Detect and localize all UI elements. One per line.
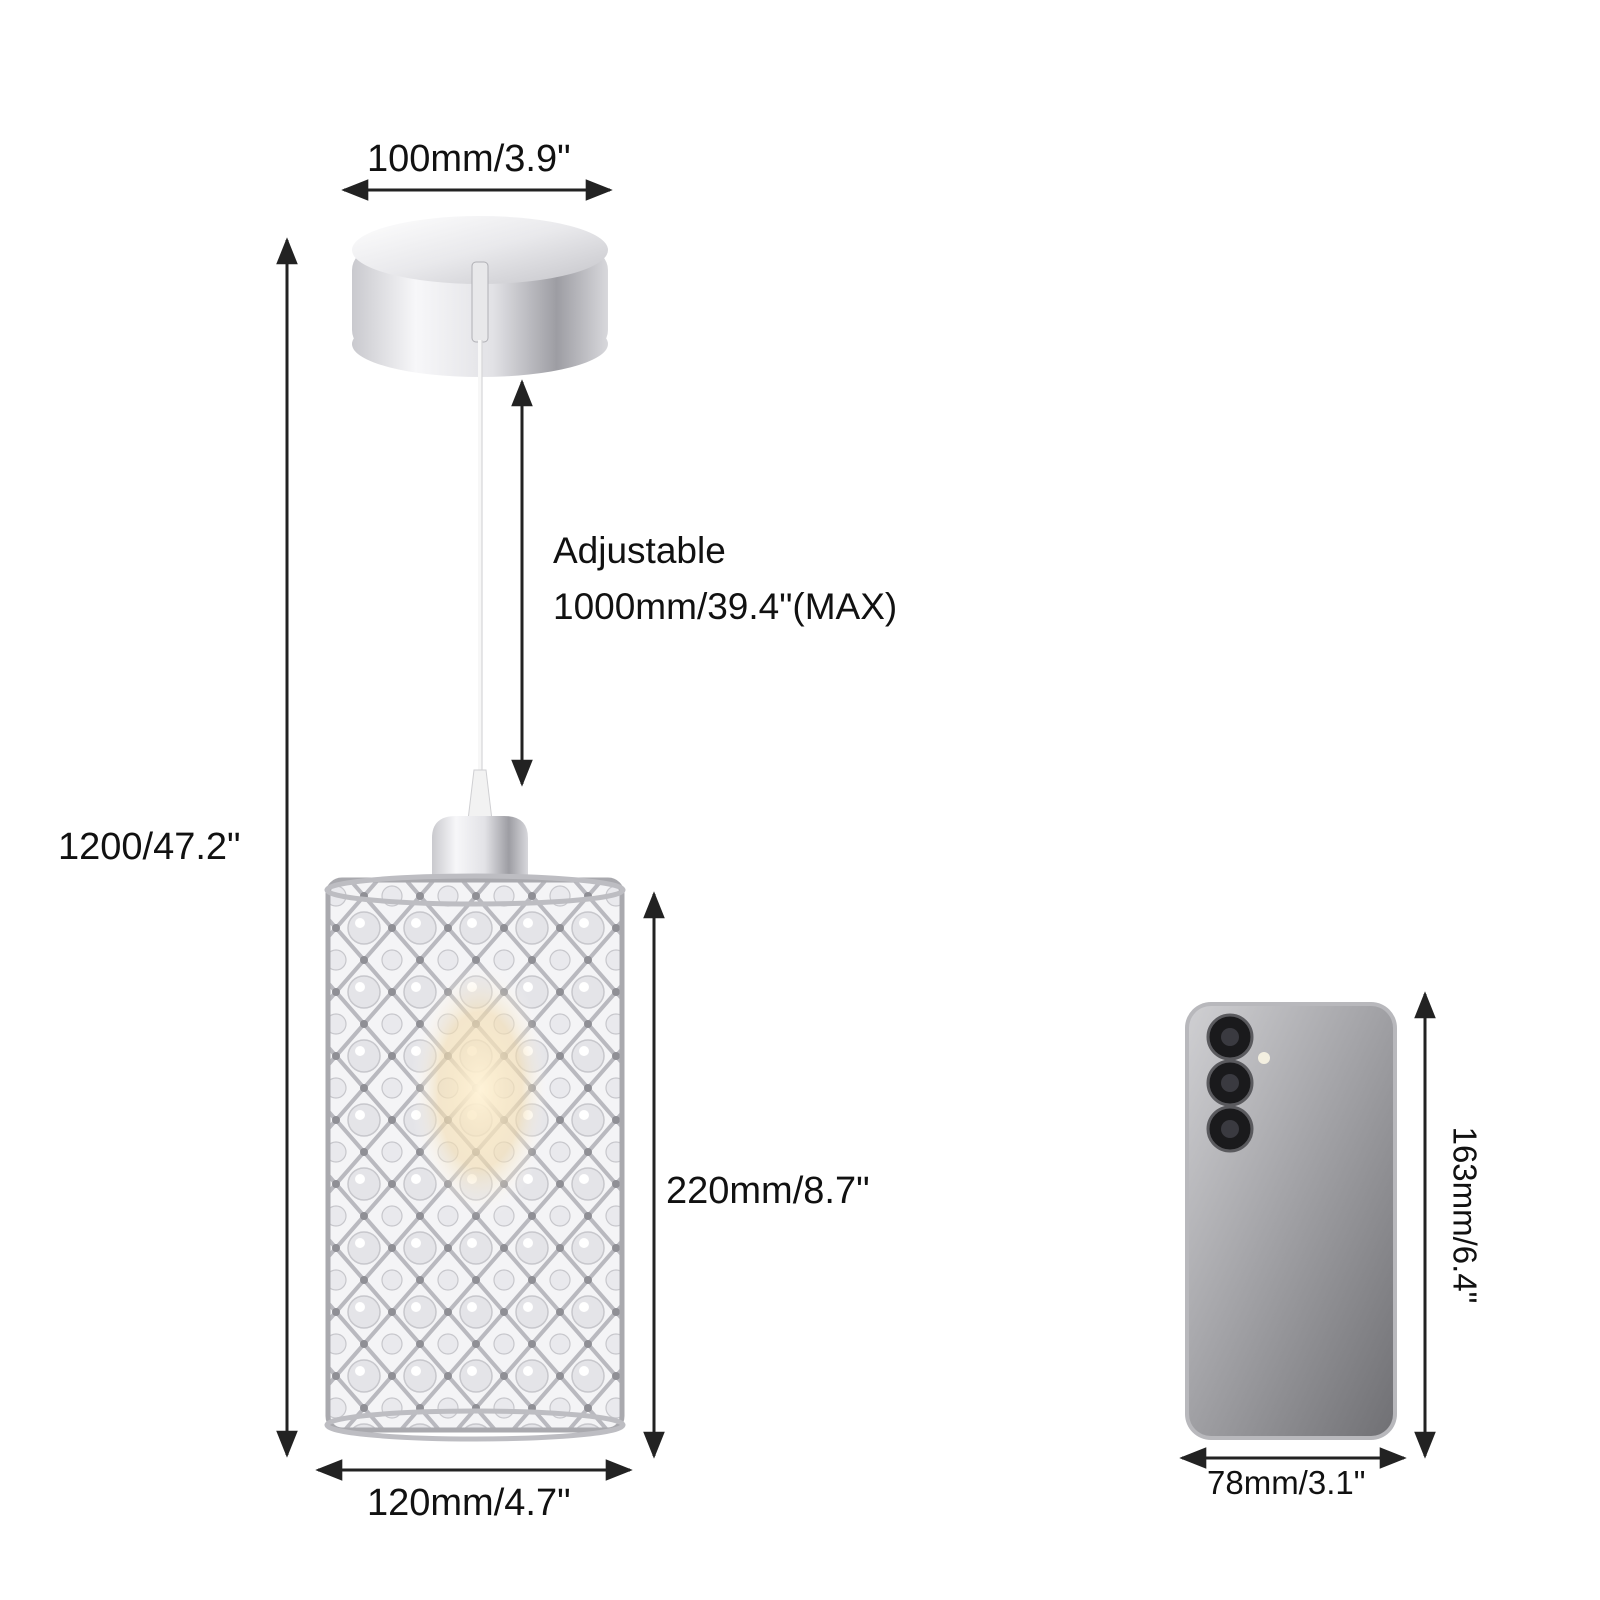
adjustable-length-label: 1000mm/39.4"(MAX) [553, 586, 898, 627]
phone-height-label: 163mm/6.4" [1446, 1126, 1484, 1304]
phone-width-label: 78mm/3.1" [1207, 1464, 1366, 1501]
total-height-label: 1200/47.2" [58, 826, 241, 868]
shade-height-label: 220mm/8.7" [666, 1170, 870, 1212]
canopy-top [352, 216, 608, 284]
smartphone-icon [1185, 1002, 1397, 1440]
shade-bottom-rim [324, 1408, 626, 1442]
adjustable-label: Adjustable [553, 530, 726, 571]
strain-relief [467, 769, 493, 821]
pendant-lamp-icon [324, 216, 626, 1442]
socket-cup [432, 816, 528, 880]
flash-icon [1258, 1052, 1270, 1064]
shade-width-label: 120mm/4.7" [367, 1482, 571, 1524]
shade-top-rim [324, 873, 626, 907]
bulb-glow [410, 960, 550, 1220]
cord-grip [471, 261, 489, 343]
canopy-width-label: 100mm/3.9" [367, 138, 571, 180]
